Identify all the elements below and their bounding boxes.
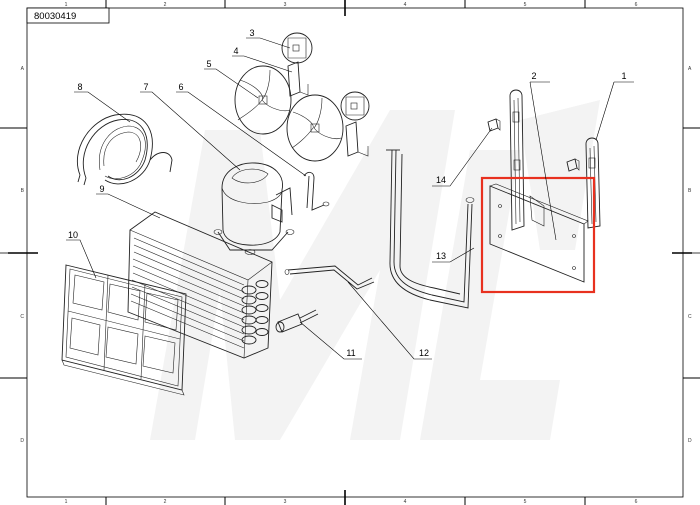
part-discharge-pipe bbox=[284, 265, 375, 290]
leader-lines bbox=[66, 37, 634, 360]
row-label: A bbox=[21, 66, 25, 72]
part-number-label: 1 bbox=[621, 71, 626, 81]
part-number-label: 10 bbox=[68, 230, 78, 240]
row-label: D bbox=[20, 438, 24, 444]
part-compressor bbox=[213, 162, 295, 255]
col-label: 4 bbox=[404, 499, 407, 505]
part-number-label: 14 bbox=[436, 175, 446, 185]
part-number-label: 7 bbox=[143, 82, 148, 92]
row-label: D bbox=[688, 438, 692, 444]
row-label: A bbox=[688, 66, 692, 72]
row-label: C bbox=[688, 314, 692, 320]
col-label: 1 bbox=[65, 2, 68, 8]
row-label: B bbox=[21, 188, 25, 194]
col-label: 4 bbox=[404, 2, 407, 8]
drawing-code-box: 80030419 bbox=[26, 7, 110, 24]
part-motor-brackets bbox=[287, 61, 369, 157]
part-labels: 1 2 3 4 5 6 7 8 9 10 11 12 13 14 bbox=[68, 28, 627, 358]
part-number-label: 11 bbox=[346, 348, 355, 358]
part-pipe-elbow bbox=[303, 171, 330, 211]
part-number-label: 8 bbox=[77, 82, 82, 92]
part-loop-pipe bbox=[386, 149, 475, 309]
col-label: 2 bbox=[164, 2, 167, 8]
part-bracket-left bbox=[509, 89, 525, 231]
grid-index: 1 2 3 4 5 6 1 2 3 4 5 6 A B C D A B C D bbox=[20, 2, 692, 505]
part-capillary-coil bbox=[76, 113, 173, 186]
part-filter-grille bbox=[61, 264, 187, 396]
part-number-label: 13 bbox=[436, 251, 446, 261]
part-condenser bbox=[127, 211, 273, 359]
row-label: C bbox=[20, 314, 24, 320]
part-fan-blades bbox=[234, 65, 344, 162]
col-label: 3 bbox=[284, 499, 287, 505]
part-number-label: 5 bbox=[206, 59, 211, 69]
row-label: B bbox=[688, 188, 692, 194]
part-number-label: 4 bbox=[233, 46, 238, 56]
col-label: 6 bbox=[635, 499, 638, 505]
highlight-box bbox=[480, 176, 596, 294]
part-fan-motors bbox=[281, 32, 370, 121]
col-label: 3 bbox=[284, 2, 287, 8]
col-label: 5 bbox=[524, 2, 527, 8]
col-label: 5 bbox=[524, 499, 527, 505]
col-label: 2 bbox=[164, 499, 167, 505]
part-number-label: 9 bbox=[99, 184, 104, 194]
part-number-label: 12 bbox=[419, 348, 429, 358]
col-label: 1 bbox=[65, 499, 68, 505]
col-label: 6 bbox=[635, 2, 638, 8]
part-number-label: 2 bbox=[531, 71, 536, 81]
watermark bbox=[150, 100, 600, 440]
part-panel bbox=[489, 183, 589, 283]
part-number-label: 3 bbox=[249, 28, 254, 38]
part-number-label: 6 bbox=[178, 82, 183, 92]
part-clips bbox=[487, 118, 580, 172]
drawing-code: 80030419 bbox=[34, 11, 76, 22]
